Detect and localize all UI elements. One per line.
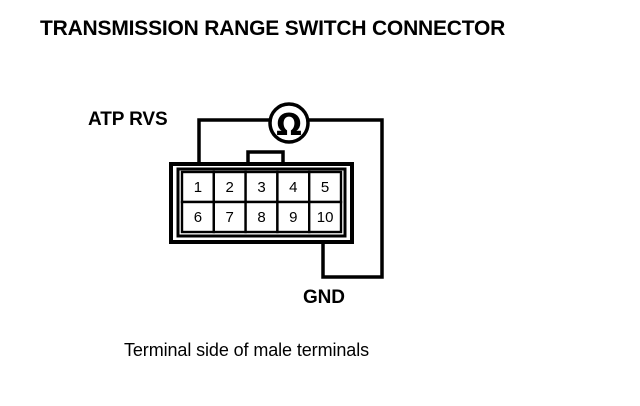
- page-title: TRANSMISSION RANGE SWITCH CONNECTOR: [40, 17, 506, 40]
- terminal-cell-7: [212, 200, 247, 234]
- terminal-grid: 1 2 3 4 5 6 7 8 9 10: [180, 170, 343, 234]
- terminal-cell-4: [276, 170, 311, 204]
- terminal-number-9: 9: [289, 209, 297, 226]
- terminal-number-1: 1: [194, 179, 202, 196]
- diagram-caption: Terminal side of male terminals: [124, 340, 369, 360]
- ohmmeter-icon: Ω: [268, 102, 310, 144]
- terminal-number-3: 3: [257, 179, 265, 196]
- terminal-cell-8: [244, 200, 279, 234]
- ohmmeter-circle: [268, 102, 310, 144]
- terminal-number-8: 8: [257, 209, 265, 226]
- terminal-cell-6: [180, 200, 215, 234]
- terminal-number-5: 5: [321, 179, 329, 196]
- wire-atp-rvs: [197, 118, 270, 180]
- terminal-cell-9: [276, 200, 311, 234]
- terminal-number-2: 2: [226, 179, 234, 196]
- terminal-cell-1: [180, 170, 215, 204]
- terminal-number-4: 4: [289, 179, 297, 196]
- wire-gnd: [308, 118, 384, 279]
- terminal-cell-10: [308, 200, 343, 234]
- wire-path-right: [308, 118, 384, 279]
- omega-symbol: Ω: [276, 108, 302, 143]
- terminal-number-10: 10: [317, 209, 334, 226]
- probe-label-atp-rvs: ATP RVS: [88, 109, 168, 130]
- probe-label-gnd: GND: [303, 287, 345, 308]
- wire-path-left: [197, 118, 270, 180]
- terminal-cell-2: [212, 170, 247, 204]
- terminal-number-6: 6: [194, 209, 202, 226]
- terminal-number-7: 7: [226, 209, 234, 226]
